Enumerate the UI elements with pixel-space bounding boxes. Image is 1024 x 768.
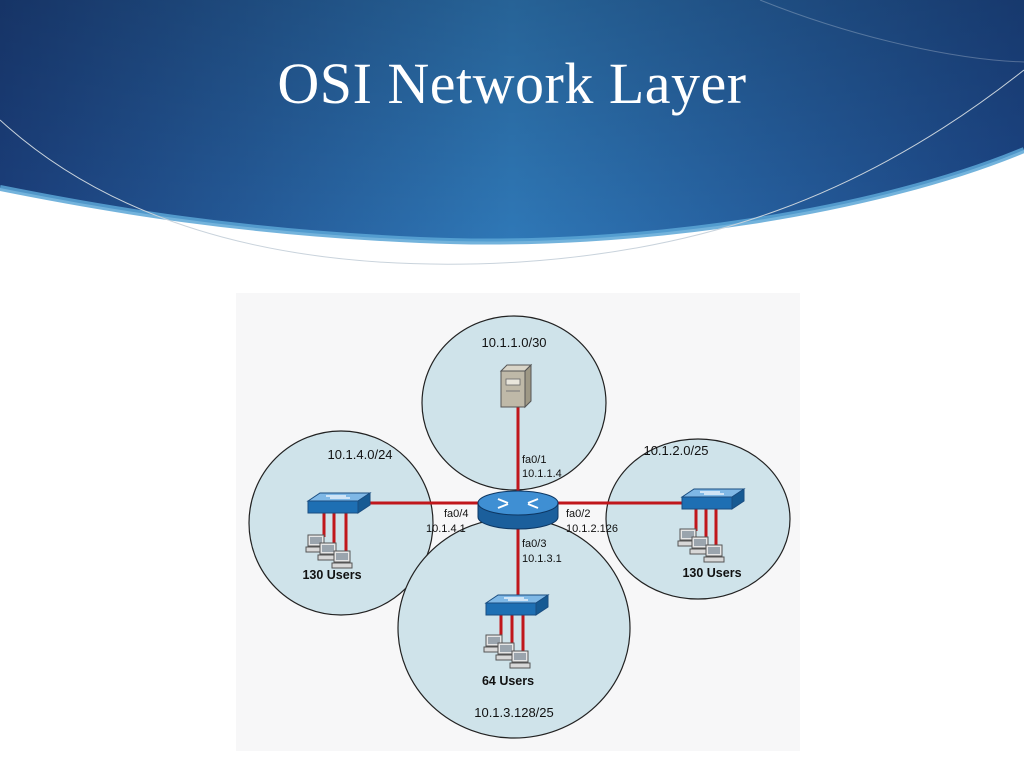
network-links xyxy=(322,403,718,653)
interface-name-fa0-4: fa0/4 xyxy=(444,508,468,520)
users-label-right: 130 Users xyxy=(682,566,741,580)
subnet-label-top: 10.1.1.0/30 xyxy=(481,335,546,350)
users-label-bottom: 64 Users xyxy=(482,674,534,688)
subnet-label-bottom: 10.1.3.128/25 xyxy=(474,705,554,720)
header-background xyxy=(0,0,1024,265)
interface-ip-fa0-3: 10.1.3.1 xyxy=(522,553,562,565)
workstation-icon xyxy=(331,550,353,569)
router-icon xyxy=(477,490,559,530)
slide-title: OSI Network Layer xyxy=(277,51,747,116)
workstation-icon xyxy=(509,650,531,669)
interface-ip-fa0-4: 10.1.4.1 xyxy=(426,523,466,535)
interface-ip-fa0-1: 10.1.1.4 xyxy=(522,468,562,480)
subnet-label-left: 10.1.4.0/24 xyxy=(327,447,392,462)
subnet-label-right: 10.1.2.0/25 xyxy=(643,443,708,458)
server-icon xyxy=(499,363,533,409)
network-bubble-right xyxy=(605,438,791,600)
switch-icon-bottom xyxy=(485,594,549,616)
workstation-icon xyxy=(703,544,725,563)
interface-name-fa0-1: fa0/1 xyxy=(522,454,546,466)
interface-name-fa0-3: fa0/3 xyxy=(522,538,546,550)
network-diagram: 10.1.1.0/30 10.1.4.0/24 10.1.2.0/25 10.1… xyxy=(236,293,800,751)
switch-icon-left xyxy=(307,492,371,514)
switch-icon-right xyxy=(681,488,745,510)
interface-name-fa0-2: fa0/2 xyxy=(566,508,590,520)
network-bubble-left xyxy=(248,430,434,616)
users-label-left: 130 Users xyxy=(302,568,361,582)
interface-ip-fa0-2: 10.1.2.126 xyxy=(566,523,618,535)
